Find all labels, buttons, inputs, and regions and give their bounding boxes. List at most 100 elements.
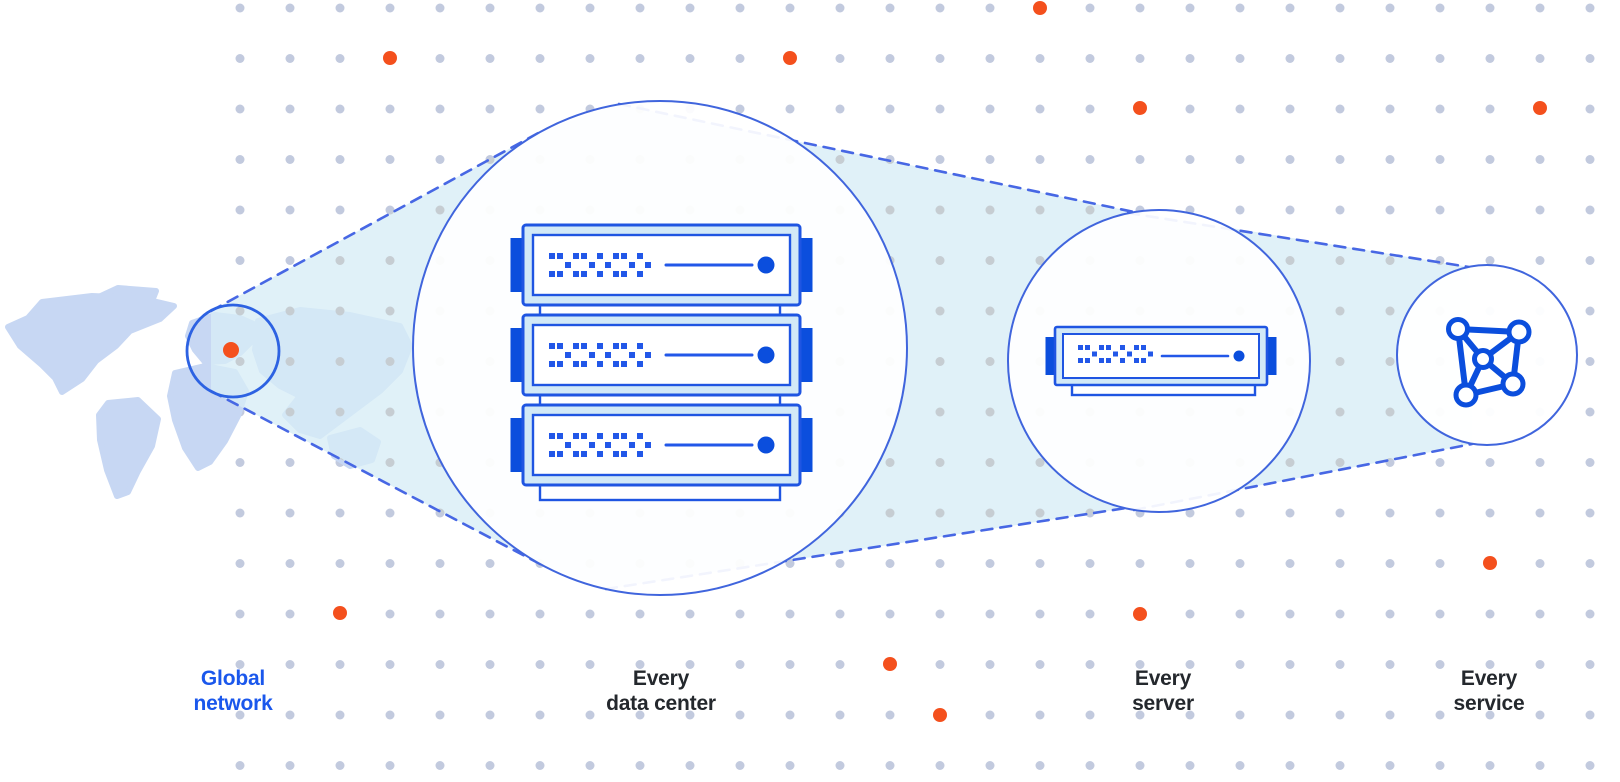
- led-square: [1113, 351, 1118, 357]
- led-square: [597, 343, 603, 349]
- led-square: [557, 271, 563, 277]
- led-square: [589, 442, 595, 448]
- graph-node: [1472, 348, 1494, 370]
- label-line: service: [1453, 692, 1525, 715]
- led-square: [637, 433, 643, 439]
- led-square: [1106, 345, 1111, 350]
- orange-dot: [1033, 1, 1047, 15]
- led-square: [629, 262, 635, 268]
- server-unit-icon: [1045, 325, 1277, 397]
- led-square: [557, 433, 563, 439]
- rack-left-tab: [510, 328, 523, 382]
- network-graph-icon: [1446, 317, 1532, 408]
- server-left-tab: [1045, 337, 1056, 375]
- led-square: [557, 361, 563, 367]
- led-square: [597, 433, 603, 439]
- graph-node: [1446, 317, 1470, 341]
- led-square: [1141, 345, 1146, 350]
- led-square: [629, 352, 635, 358]
- led-square: [645, 262, 651, 268]
- led-square: [557, 253, 563, 259]
- orange-dot: [1133, 607, 1147, 621]
- location-marker-dot: [223, 342, 239, 358]
- led-square: [621, 343, 627, 349]
- led-square: [573, 253, 579, 259]
- label-every-data-center: Every data center: [551, 666, 771, 716]
- led-square: [637, 253, 643, 259]
- led-square: [1099, 345, 1104, 350]
- led-square: [581, 343, 587, 349]
- led-square: [565, 352, 571, 358]
- led-square: [1085, 345, 1090, 350]
- led-square: [1148, 351, 1153, 357]
- led-square: [1120, 345, 1125, 350]
- led-square: [605, 352, 611, 358]
- dashed-line: [209, 129, 544, 313]
- led-square: [1092, 351, 1097, 357]
- led-square: [573, 361, 579, 367]
- led-square: [1134, 345, 1139, 350]
- led-square: [637, 343, 643, 349]
- led-square: [549, 361, 555, 367]
- led-square: [645, 442, 651, 448]
- led-square: [565, 442, 571, 448]
- orange-dot: [883, 657, 897, 671]
- label-line: Global: [200, 667, 266, 690]
- rack-unit: [510, 223, 813, 307]
- led-square: [613, 361, 619, 367]
- orange-accent-dots: [333, 1, 1547, 722]
- led-square: [1134, 358, 1139, 363]
- led-square: [605, 262, 611, 268]
- led-square: [645, 352, 651, 358]
- led-square: [637, 451, 643, 457]
- rack-left-tab: [510, 238, 523, 292]
- led-square: [597, 271, 603, 277]
- led-square: [1085, 358, 1090, 363]
- led-square: [589, 262, 595, 268]
- graph-node: [1453, 382, 1479, 408]
- led-square: [613, 451, 619, 457]
- rack-unit: [510, 313, 813, 397]
- rack-power-dot: [757, 346, 775, 364]
- led-square: [581, 433, 587, 439]
- led-square: [621, 253, 627, 259]
- label-line: Every: [1134, 667, 1192, 690]
- orange-dot: [1483, 556, 1497, 570]
- map-south-america: [96, 397, 161, 499]
- led-square: [597, 451, 603, 457]
- orange-dot: [1533, 101, 1547, 115]
- label-every-server: Every server: [1053, 666, 1273, 716]
- led-square: [621, 361, 627, 367]
- led-square: [597, 361, 603, 367]
- led-square: [605, 442, 611, 448]
- led-square: [613, 343, 619, 349]
- orange-dot: [383, 51, 397, 65]
- led-square: [1078, 358, 1083, 363]
- led-square: [565, 262, 571, 268]
- server-led-pattern: [1078, 345, 1153, 363]
- led-square: [573, 433, 579, 439]
- label-line: Every: [632, 667, 690, 690]
- led-square: [1078, 345, 1083, 350]
- label-line: network: [193, 692, 273, 715]
- led-square: [549, 433, 555, 439]
- led-square: [1120, 358, 1125, 363]
- rack-right-tab: [800, 418, 813, 472]
- led-square: [573, 451, 579, 457]
- led-square: [613, 271, 619, 277]
- label-line: server: [1132, 692, 1194, 715]
- led-square: [581, 271, 587, 277]
- map-focus-circle: [185, 303, 281, 399]
- led-square: [589, 352, 595, 358]
- rack-left-tab: [510, 418, 523, 472]
- led-square: [557, 343, 563, 349]
- led-square: [549, 271, 555, 277]
- server-power-dot: [1233, 350, 1245, 362]
- map-north-america: [5, 293, 177, 395]
- dashed-line: [209, 389, 544, 567]
- label-every-service: Every service: [1379, 666, 1599, 716]
- rack-unit: [510, 403, 813, 487]
- led-square: [1127, 351, 1132, 357]
- orange-dot: [1133, 101, 1147, 115]
- orange-dot: [783, 51, 797, 65]
